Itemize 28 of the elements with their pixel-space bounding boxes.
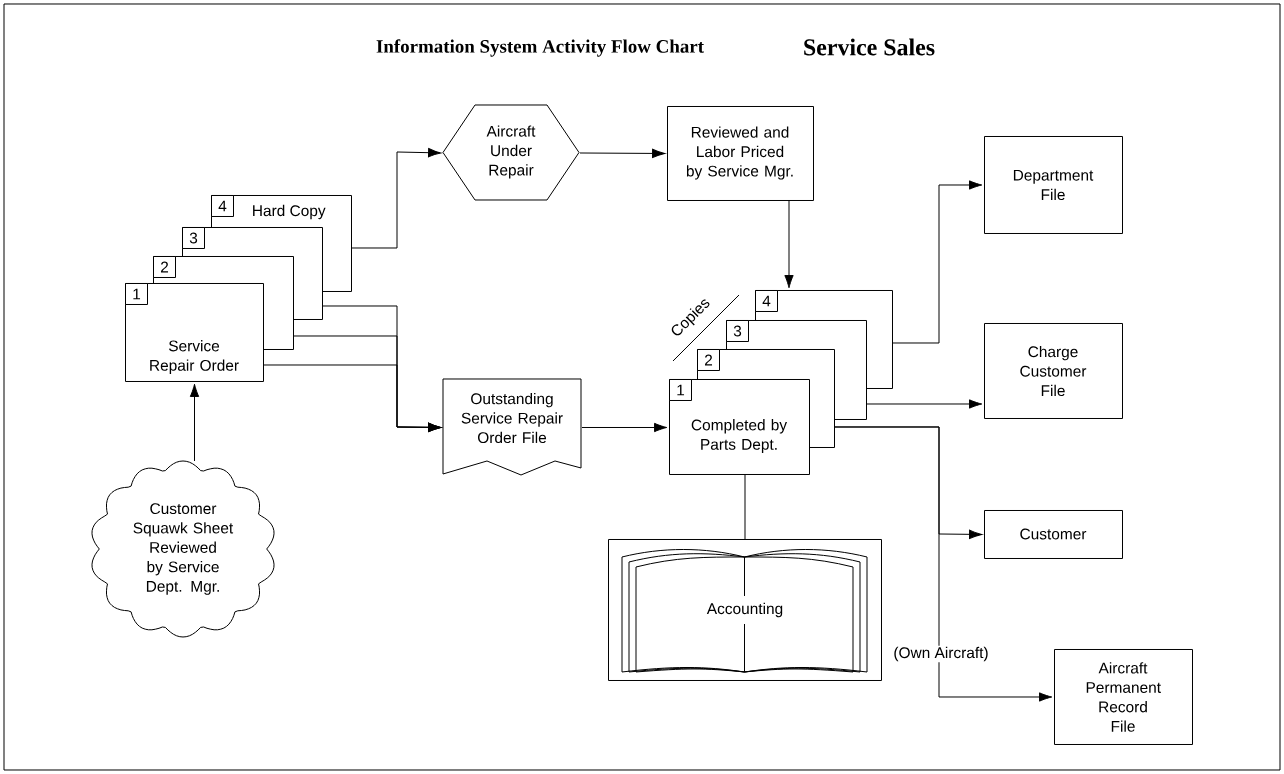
process-box: Reviewed and Labor Priced by Service Mgr.: [667, 106, 814, 201]
arrow: [579, 148, 666, 159]
process-box: Customer: [984, 510, 1123, 559]
arrow: [834, 426, 1053, 702]
copy-number: 3: [182, 227, 205, 249]
arrow: [351, 148, 442, 249]
arrow: [581, 422, 668, 433]
section-heading: Service Sales: [804, 38, 935, 56]
copy-number: 4: [755, 290, 778, 312]
arrow: [784, 200, 794, 289]
arrow: [189, 383, 200, 462]
copy-number: 1: [125, 283, 148, 305]
copy-number: 3: [726, 320, 749, 342]
process-box: Charge Customer File: [984, 323, 1123, 419]
copy-number: 4: [211, 195, 234, 217]
document-box: 1 Completed by Parts Dept.: [669, 379, 810, 475]
chart-title: Information System Activity Flow Chart: [376, 39, 704, 57]
copy-number: 2: [697, 349, 720, 371]
arrow: [866, 399, 983, 409]
arrow: [892, 180, 983, 344]
document-box: 1 Service Repair Order: [125, 283, 264, 382]
copy-number: 1: [669, 379, 692, 401]
copy-number: 2: [153, 256, 176, 278]
arrow: [263, 364, 442, 432]
process-box: Aircraft Permanent Record File: [1054, 649, 1193, 745]
process-box: Department File: [984, 136, 1123, 234]
hexagon: Aircraft Under Repair: [442, 104, 580, 201]
edge-label: (Own Aircraft): [892, 645, 990, 663]
